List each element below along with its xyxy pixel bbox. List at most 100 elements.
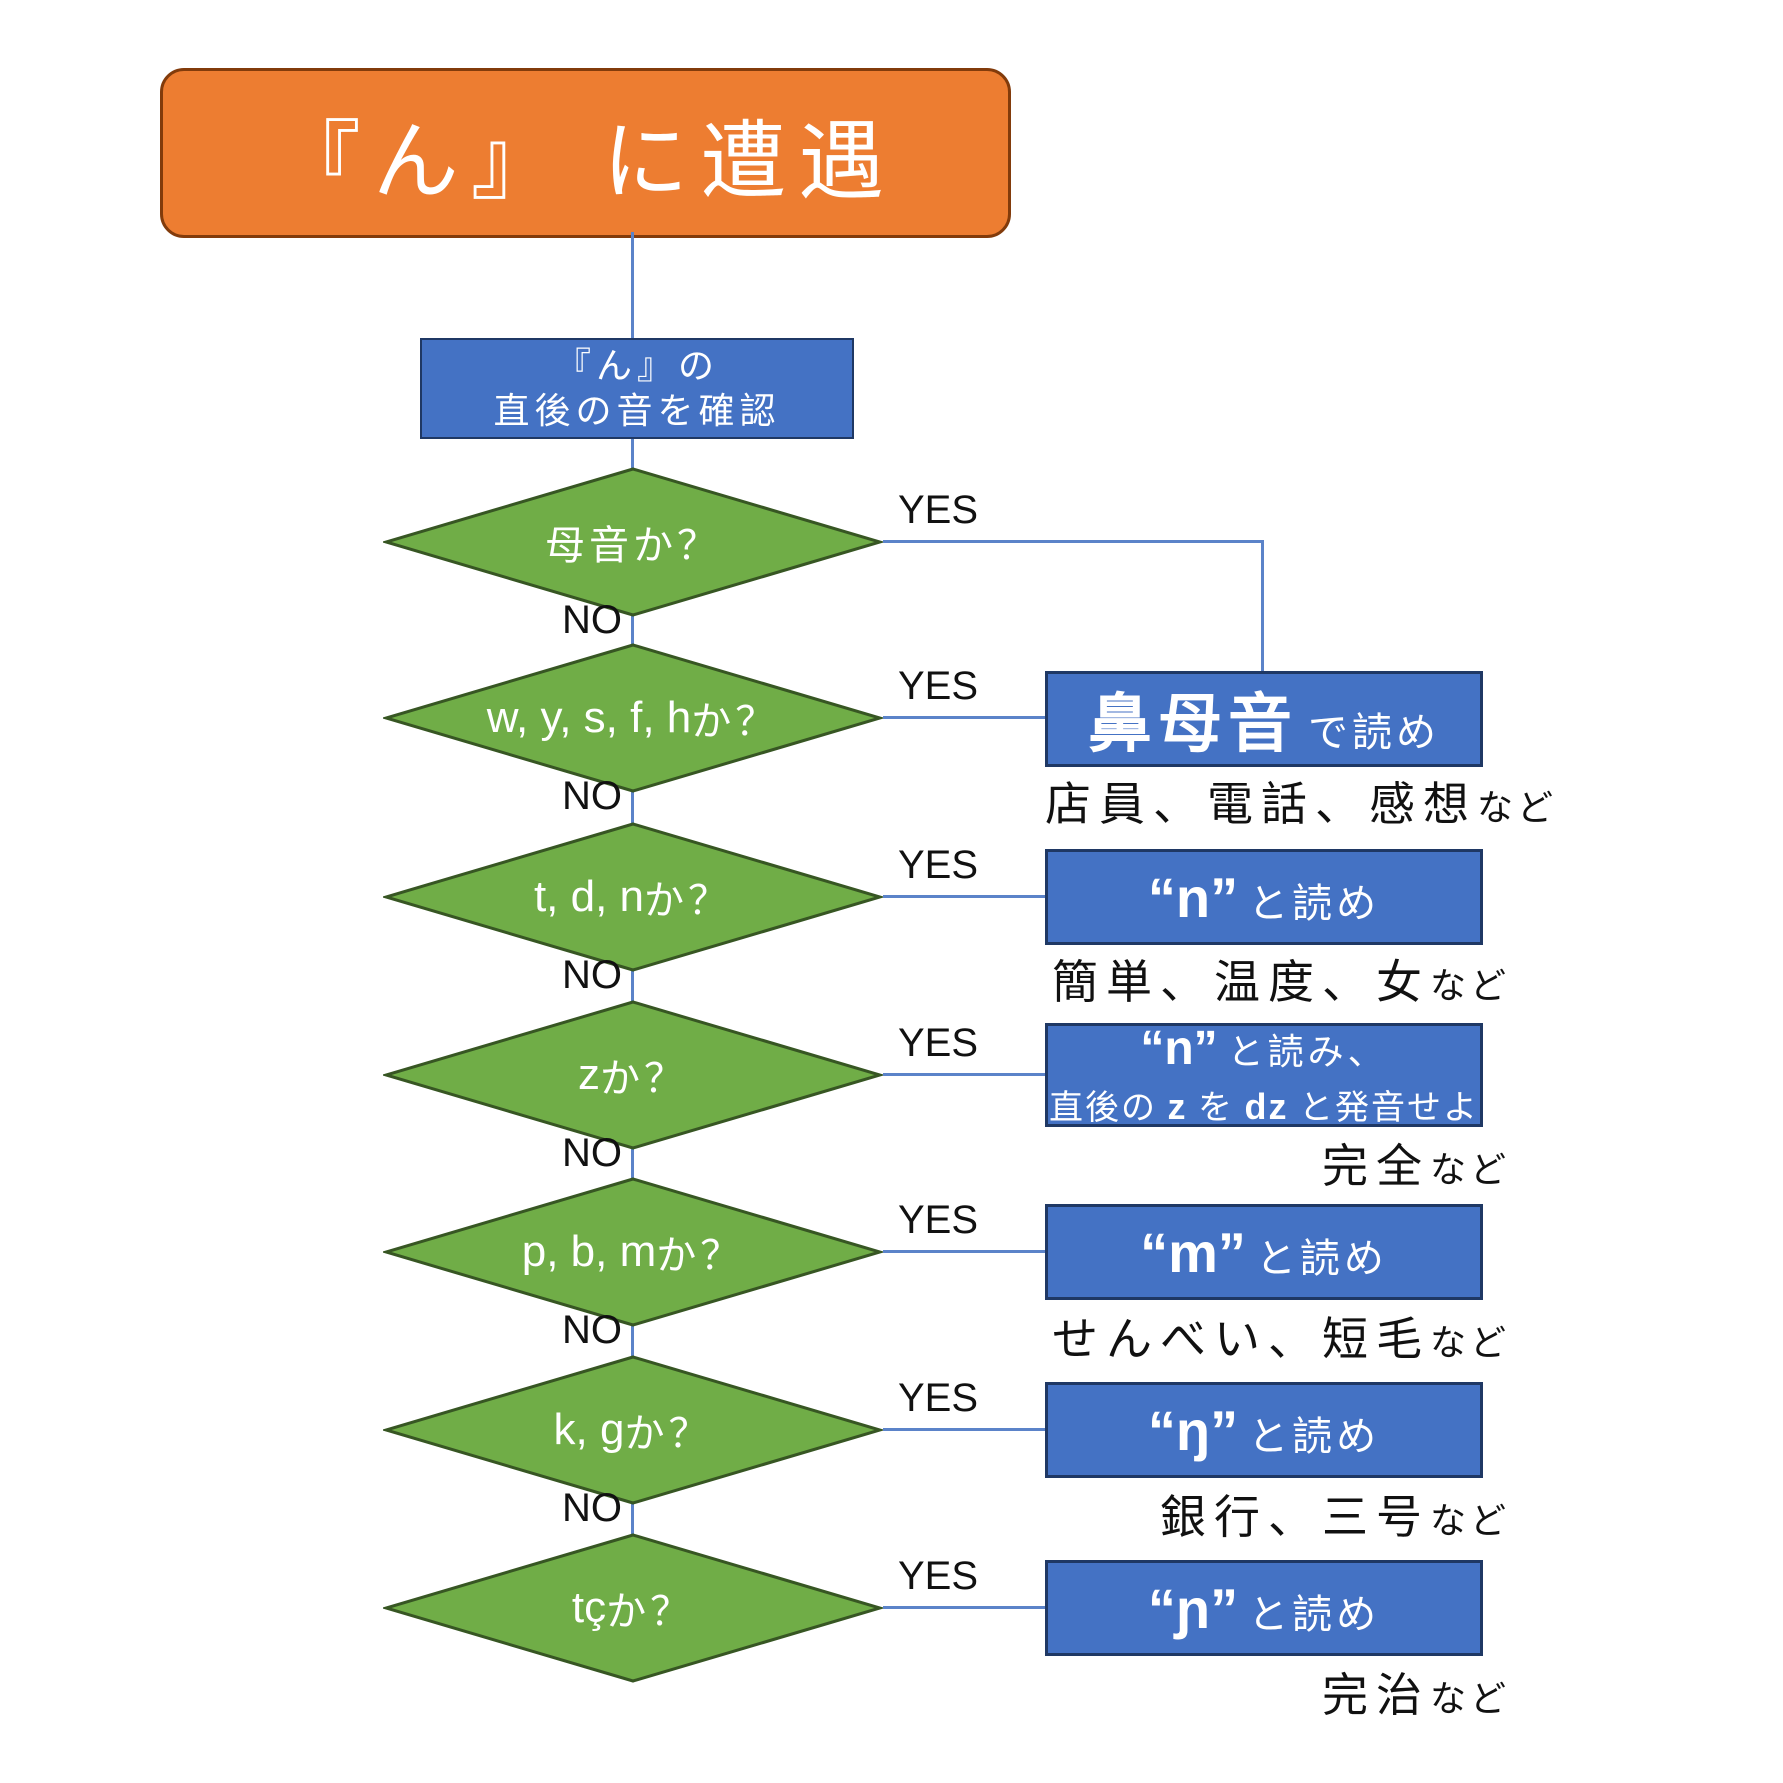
yes-label: YES <box>898 1021 979 1065</box>
connector-line <box>631 971 634 1001</box>
no-label: NO <box>562 1308 622 1352</box>
decision-z: z か？ <box>383 1000 883 1150</box>
result-n: “n”と読め <box>1045 849 1483 945</box>
yes-label: YES <box>898 664 979 708</box>
yes-label: YES <box>898 1198 979 1242</box>
example-words: 簡単、温度、女 <box>1051 957 1430 1008</box>
diamond-shape <box>383 1355 883 1505</box>
example-etc: など <box>1429 1323 1510 1363</box>
example-etc: など <box>1429 1679 1510 1719</box>
decision-label-jp: か？ <box>691 699 780 744</box>
result-suffix: と読め <box>1255 1235 1388 1281</box>
example-words: 完全 <box>1321 1141 1430 1192</box>
check-node-line1: 『ん』の <box>554 345 719 386</box>
result-n-dz: “n”と読み、 直後の z を dz と発音せよ <box>1045 1022 1483 1129</box>
example-etc: など <box>1429 1150 1510 1190</box>
example-etc: など <box>1477 788 1558 828</box>
yes-label: YES <box>898 488 979 532</box>
diamond-shape <box>383 1000 883 1150</box>
example-words: 完治 <box>1321 1670 1430 1721</box>
result-main: “ɲ” <box>1147 1576 1239 1640</box>
decision-vowel: 母音か？ <box>383 467 883 617</box>
yes-label: YES <box>898 1554 979 1598</box>
decision-label-latin: z <box>578 1050 600 1099</box>
result-suffix: と読め <box>1248 1591 1381 1637</box>
connector-line <box>631 1326 634 1356</box>
decision-label-jp: か？ <box>644 878 733 923</box>
result-suffix: と読め <box>1248 1413 1381 1459</box>
example-text: 完治など <box>1045 1659 1510 1725</box>
connector-yes-line <box>1261 540 1264 672</box>
diamond-shape <box>383 822 883 972</box>
example-text: せんべい、短毛など <box>1045 1303 1510 1369</box>
decision-label-latin: tç <box>571 1583 607 1632</box>
check-next-sound-node: 『ん』の 直後の音を確認 <box>420 338 854 439</box>
decision-label-latin: p, b, m <box>521 1227 657 1276</box>
connector-line <box>631 792 634 823</box>
result-main: 鼻母音 <box>1088 689 1298 760</box>
no-label: NO <box>562 1486 622 1530</box>
connector-yes-line <box>883 540 1264 543</box>
connector-yes-line <box>883 1250 1045 1253</box>
example-text: 銀行、三号など <box>1045 1481 1510 1547</box>
decision-label-latin: w, y, s, f, h <box>486 693 692 742</box>
decision-label-jp: か？ <box>624 1411 713 1456</box>
result-suffix: と読み、 <box>1227 1032 1388 1072</box>
decision-label-latin: k, g <box>553 1405 625 1454</box>
detail-dz: dz <box>1244 1086 1289 1127</box>
result-detail-line: 直後の z を dz と発音せよ <box>1049 1080 1479 1129</box>
connector-yes-line <box>883 895 1045 898</box>
diamond-shape <box>383 467 883 617</box>
decision-label-jp: か？ <box>656 1233 745 1278</box>
example-words: せんべい、短毛 <box>1051 1314 1430 1365</box>
connector-yes-line <box>883 1073 1045 1076</box>
connector-line <box>631 1149 634 1178</box>
decision-label-jp: 母音か？ <box>545 523 721 568</box>
example-words: 店員、電話、感想 <box>1045 779 1477 830</box>
no-label: NO <box>562 953 622 997</box>
result-main: “n” <box>1140 1022 1218 1075</box>
example-words: 銀行、三号 <box>1159 1492 1430 1543</box>
start-node: 『ん』 に遭遇 <box>160 68 1011 238</box>
detail-jp: を <box>1187 1090 1245 1127</box>
example-etc: など <box>1429 966 1510 1006</box>
decision-label: 母音か？ <box>383 467 883 617</box>
detail-jp: 直後の <box>1049 1090 1168 1127</box>
result-suffix: と読め <box>1248 880 1381 926</box>
result-palatal-n: “ɲ”と読め <box>1045 1560 1483 1656</box>
decision-label-jp: か？ <box>600 1056 688 1101</box>
decision-label-jp: か？ <box>606 1589 695 1634</box>
connector-yes-line <box>883 1428 1045 1431</box>
diamond-shape <box>383 1177 883 1327</box>
decision-label: z か？ <box>383 1000 883 1150</box>
example-text: 簡単、温度、女など <box>1045 946 1510 1012</box>
result-suffix: で読め <box>1308 710 1440 755</box>
example-text: 完全など <box>1045 1130 1510 1196</box>
detail-jp: と発音せよ <box>1288 1090 1479 1127</box>
result-ng: “ŋ”と読め <box>1045 1382 1483 1478</box>
connector-line <box>631 435 634 468</box>
yes-label: YES <box>898 843 979 887</box>
connector-line <box>631 232 634 338</box>
detail-z: z <box>1167 1086 1188 1127</box>
yes-label: YES <box>898 1376 979 1420</box>
result-main: “n” <box>1147 865 1239 929</box>
connector-yes-line <box>883 1606 1045 1609</box>
no-label: NO <box>562 774 622 818</box>
result-m: “m”と読め <box>1045 1204 1483 1300</box>
connector-yes-line <box>883 716 1045 719</box>
diamond-shape <box>383 1533 883 1683</box>
example-etc: など <box>1429 1501 1510 1541</box>
page-title: 『ん』 に遭遇 <box>274 113 897 210</box>
result-main: “m” <box>1140 1220 1246 1284</box>
